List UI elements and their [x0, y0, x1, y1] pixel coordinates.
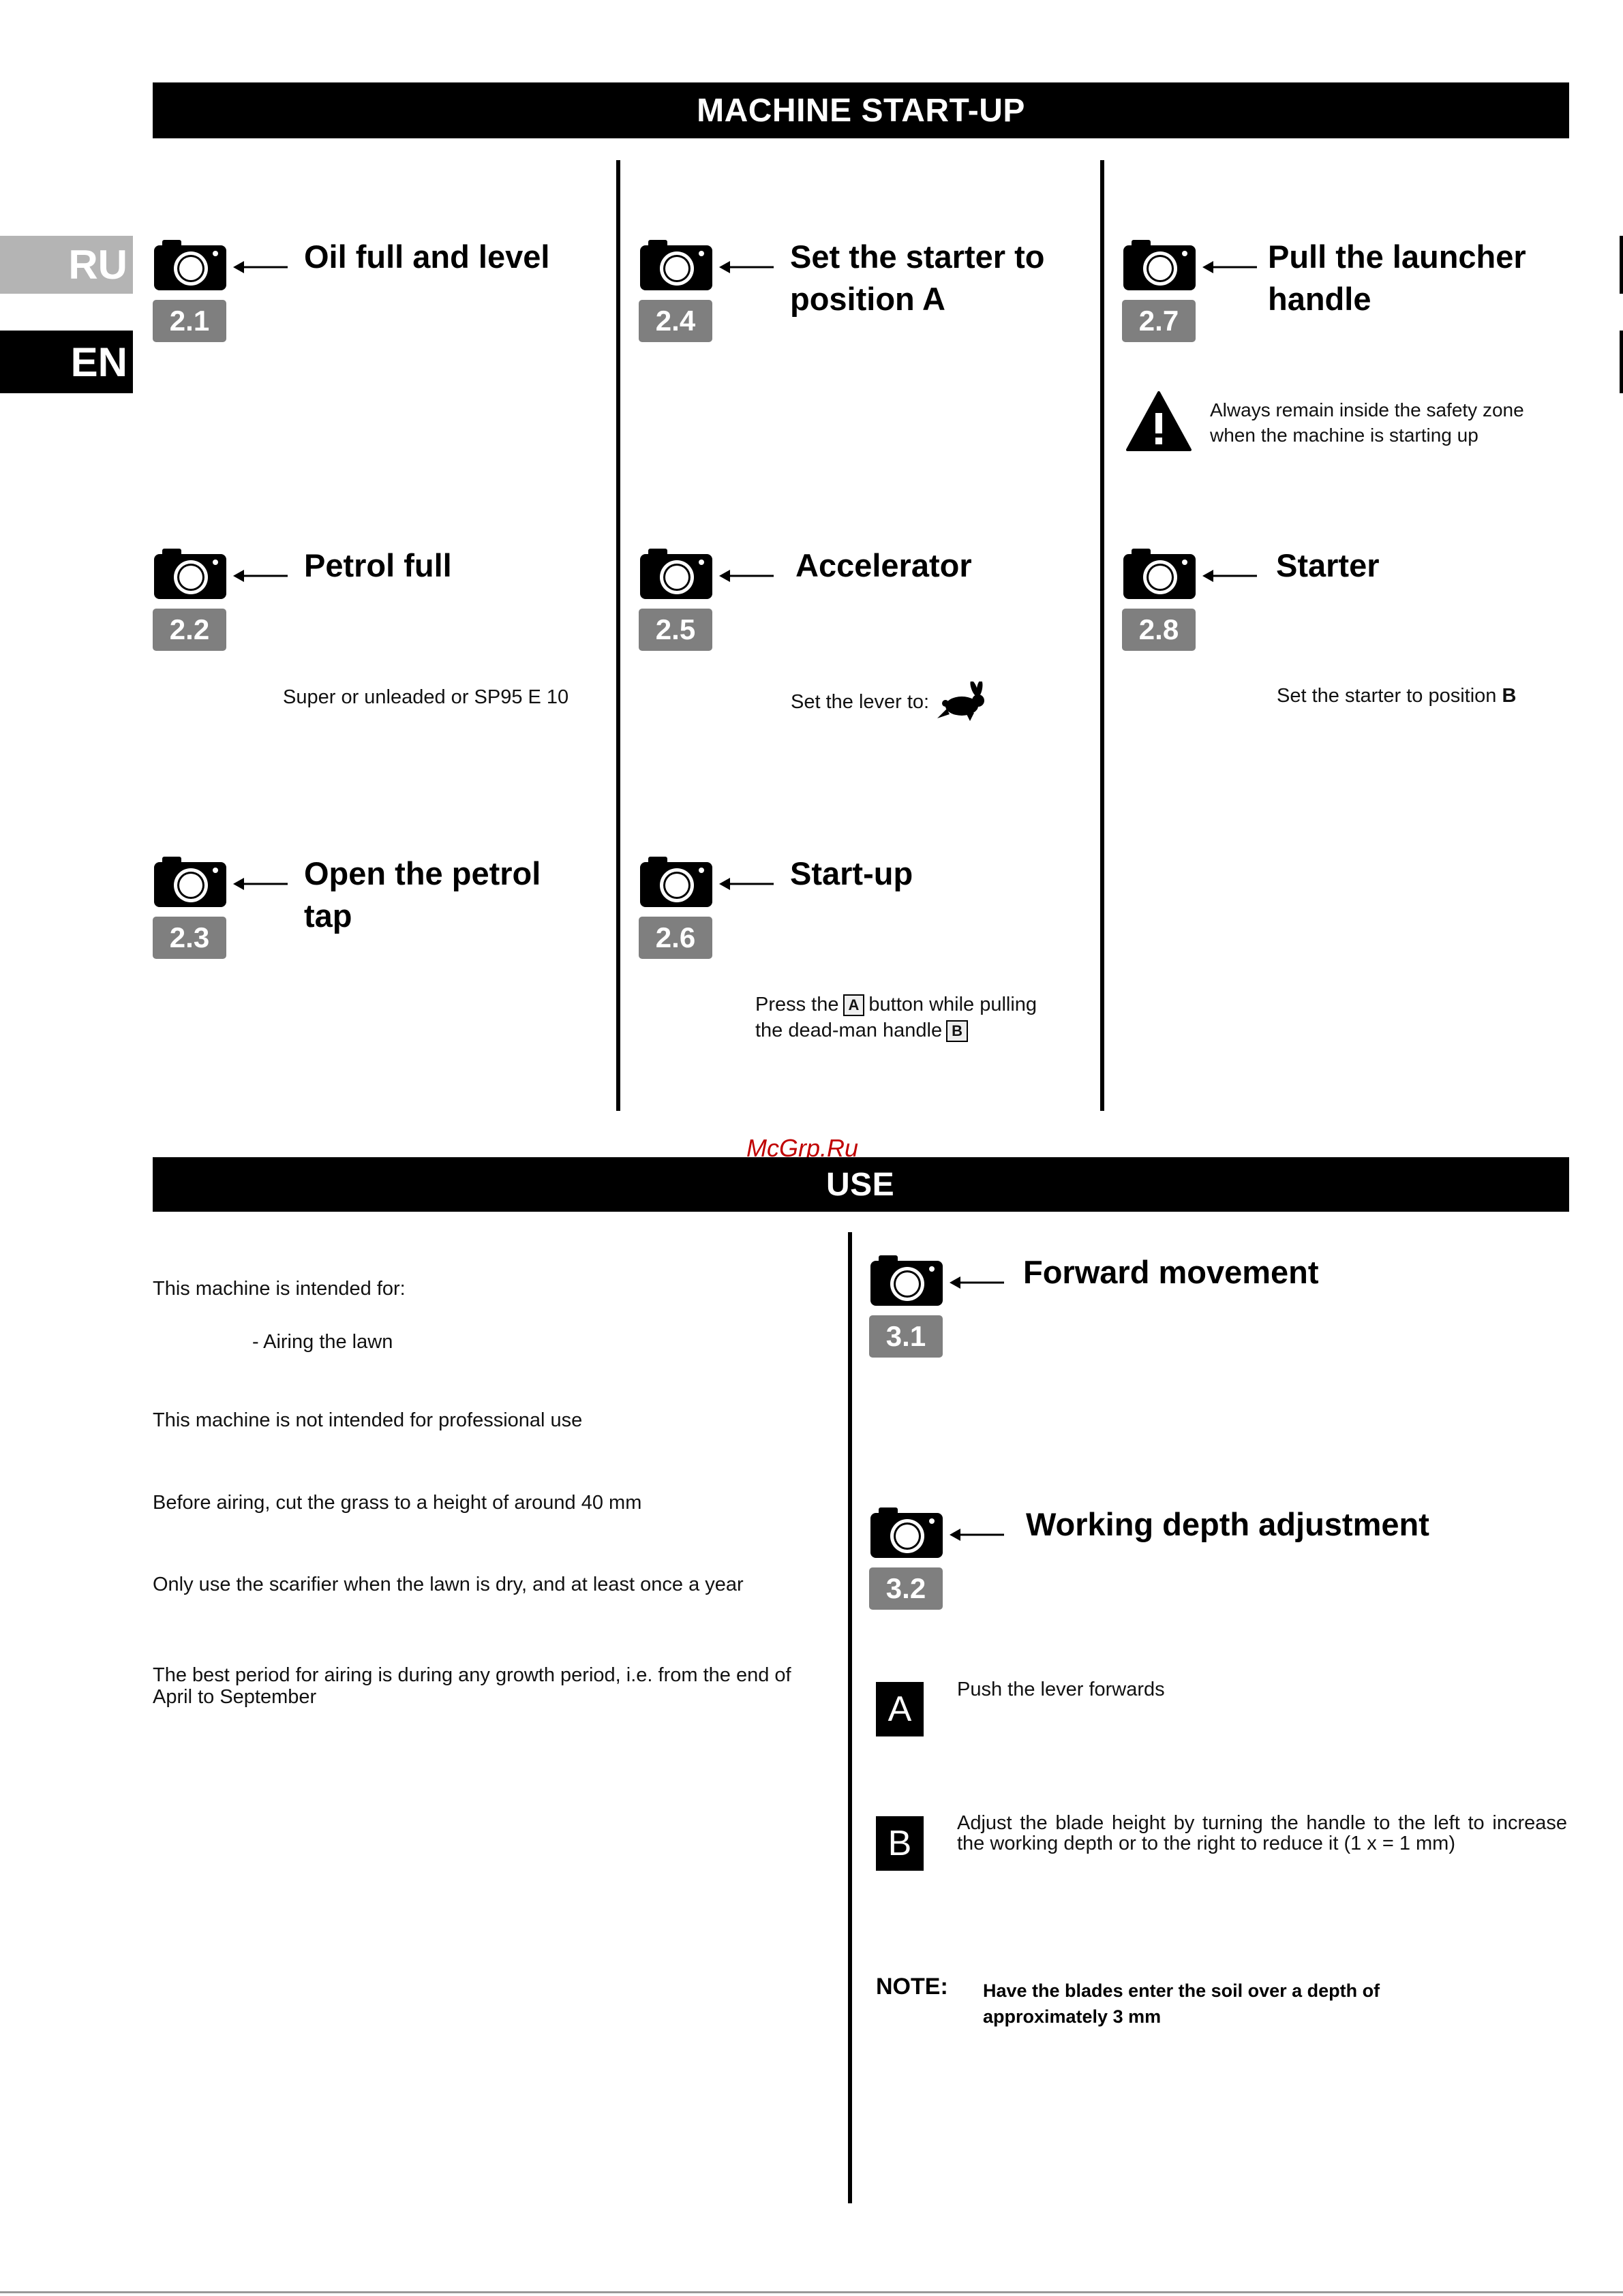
- safety-note-line2: when the machine is starting up: [1210, 425, 1478, 446]
- step-title: Forward movement: [1023, 1254, 1319, 1290]
- step-number-badge: 3.1: [869, 1315, 943, 1358]
- starter-b-letter: B: [1502, 685, 1517, 707]
- step-title: Set the starter to position A: [790, 239, 1045, 317]
- not-professional: This machine is not intended for profess…: [153, 1409, 583, 1431]
- petrol-note: Super or unleaded or SP95 E 10: [283, 686, 569, 708]
- arrow-left-icon: [950, 1276, 1004, 1289]
- step-number-badge: 2.8: [1122, 609, 1196, 651]
- label-a-box: A: [876, 1682, 924, 1736]
- button-a-label: A: [843, 994, 865, 1017]
- note-text: Have the blades enter the soil over a de…: [983, 1980, 1380, 2027]
- section-header-use: USE: [153, 1157, 1569, 1212]
- page-edge-tab: [1620, 236, 1623, 294]
- arrow-left-icon: [1202, 261, 1257, 273]
- column-divider: [616, 160, 620, 1111]
- step-number-badge: 3.2: [869, 1567, 943, 1610]
- step-title: Start-up: [790, 855, 913, 891]
- lever-note: Set the lever to:: [791, 682, 989, 722]
- note-label: NOTE:: [876, 1974, 948, 2000]
- camera-icon: [1123, 240, 1196, 290]
- adjust-a-text: Push the lever forwards: [957, 1679, 1165, 1700]
- startup-note-mid: button while pulling: [868, 994, 1037, 1015]
- warning-icon: [1126, 391, 1192, 451]
- step-title: Pull the launcher handle: [1268, 239, 1526, 317]
- lang-tab-en[interactable]: EN: [0, 331, 133, 393]
- rabbit-fast-icon: [937, 682, 985, 721]
- step-title: Oil full and level: [304, 239, 550, 275]
- step-number-badge: 2.6: [639, 917, 712, 959]
- camera-icon: [640, 857, 712, 907]
- step-title: Accelerator: [795, 547, 972, 583]
- lever-note-text: Set the lever to:: [791, 691, 930, 713]
- arrow-left-icon: [719, 261, 774, 273]
- step-number-badge: 2.5: [639, 609, 712, 651]
- safety-note: Always remain inside the safety zone whe…: [1210, 397, 1571, 448]
- intended-for: This machine is intended for:: [153, 1278, 406, 1300]
- camera-icon: [640, 549, 712, 599]
- step-number-badge: 2.1: [153, 300, 226, 342]
- arrow-left-icon: [233, 878, 288, 890]
- step-title: Petrol full: [304, 547, 452, 583]
- camera-icon: [870, 1507, 943, 1558]
- step-title: Working depth adjustment: [1026, 1506, 1429, 1542]
- bottom-rule: [0, 2291, 1623, 2293]
- startup-note-press: Press the: [755, 994, 839, 1015]
- before-airing: Before airing, cut the grass to a height…: [153, 1492, 642, 1514]
- arrow-left-icon: [719, 878, 774, 890]
- arrow-left-icon: [950, 1529, 1004, 1541]
- section-header-startup: MACHINE START-UP: [153, 82, 1569, 138]
- column-divider: [1100, 160, 1104, 1111]
- arrow-left-icon: [233, 570, 288, 582]
- arrow-left-icon: [719, 570, 774, 582]
- page-edge-tab: [1620, 331, 1623, 393]
- adjust-b-text: Adjust the blade height by turning the h…: [957, 1812, 1567, 1854]
- column-divider: [848, 1232, 852, 2203]
- camera-icon: [154, 549, 226, 599]
- startup-note-line2: the dead-man handle: [755, 1020, 943, 1041]
- step-title: Open the petrol tap: [304, 855, 541, 934]
- arrow-left-icon: [1202, 570, 1257, 582]
- step-number-badge: 2.3: [153, 917, 226, 959]
- camera-icon: [640, 240, 712, 290]
- camera-icon: [1123, 549, 1196, 599]
- step-title: Starter: [1276, 547, 1380, 583]
- step-number-badge: 2.2: [153, 609, 226, 651]
- safety-note-line1: Always remain inside the safety zone: [1210, 399, 1524, 420]
- button-b-label: B: [946, 1020, 968, 1043]
- airing-item: - Airing the lawn: [252, 1331, 393, 1353]
- best-period: The best period for airing is during any…: [153, 1664, 791, 1708]
- step-number-badge: 2.4: [639, 300, 712, 342]
- step-number-badge: 2.7: [1122, 300, 1196, 342]
- lang-tab-ru[interactable]: RU: [0, 236, 133, 294]
- only-dry: Only use the scarifier when the lawn is …: [153, 1574, 744, 1595]
- starter-b-note: Set the starter to position B: [1277, 683, 1516, 709]
- label-b-box: B: [876, 1816, 924, 1871]
- camera-icon: [154, 857, 226, 907]
- camera-icon: [154, 240, 226, 290]
- camera-icon: [870, 1255, 943, 1306]
- arrow-left-icon: [233, 261, 288, 273]
- starter-b-text: Set the starter to position: [1277, 685, 1497, 707]
